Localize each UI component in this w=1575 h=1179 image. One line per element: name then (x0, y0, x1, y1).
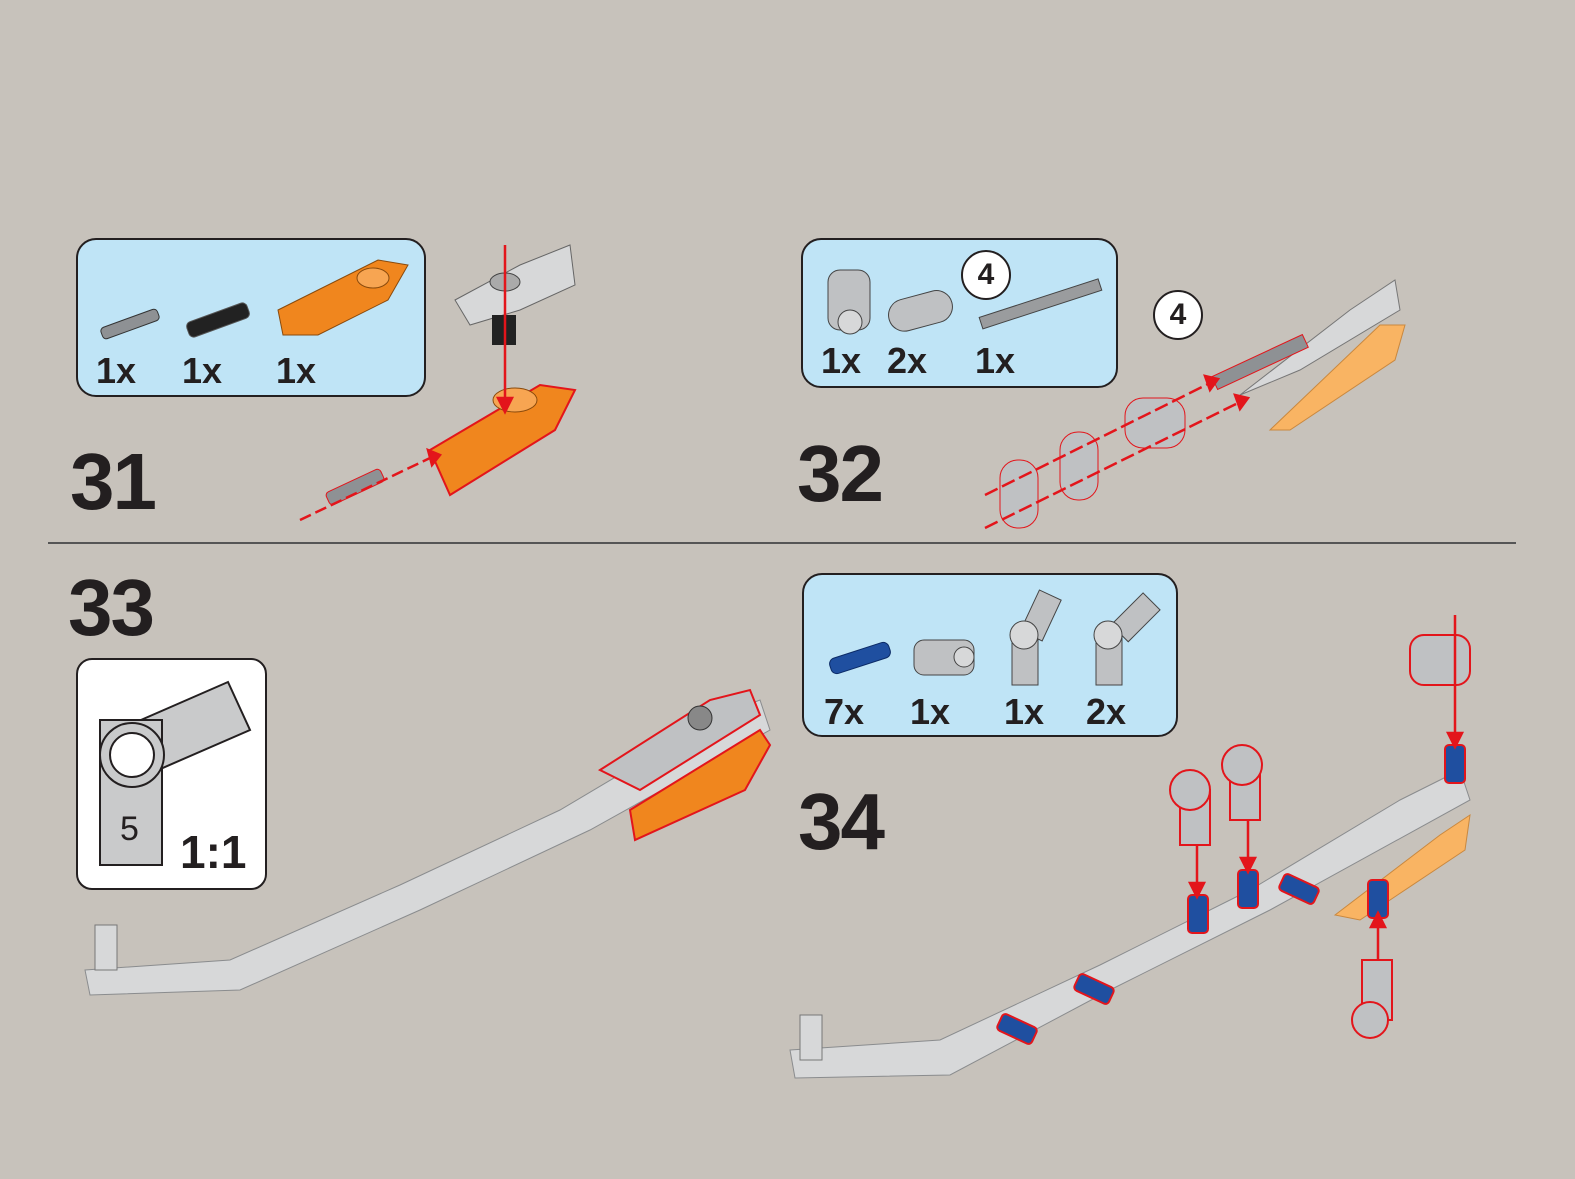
connector-pin-icon (325, 468, 385, 506)
axle-connector-icon (827, 269, 871, 335)
section-divider (48, 542, 1516, 544)
orange-panel-icon (628, 728, 772, 842)
blue-pin-icon (996, 744, 1466, 1045)
black-pin-icon (186, 302, 250, 338)
part-qty: 1x (1004, 691, 1045, 732)
grey-beam-icon (1239, 279, 1401, 396)
step-number: 34 (798, 777, 885, 866)
double-link-icon (888, 290, 953, 332)
axle-connector-icon (1124, 397, 1186, 449)
angle-connector-scale-illustration (99, 680, 252, 866)
axle-length-callout: 4 (961, 250, 1011, 300)
step-number: 33 (68, 563, 155, 652)
step-number: 31 (70, 437, 157, 526)
arrow-icon (299, 245, 515, 522)
arrow-icon (984, 374, 1251, 530)
double-link-icon (999, 459, 1039, 529)
orange-panel-icon (1268, 324, 1406, 431)
grey-beam-assembly-icon (789, 769, 1471, 1079)
axle-length-callout: 4 (1153, 290, 1203, 340)
part-qty: 1x (910, 691, 951, 732)
part-qty: 1x (821, 340, 862, 381)
blue-pin-icon (829, 641, 891, 675)
part-qty: 1x (182, 350, 223, 391)
part-qty: 2x (1086, 691, 1127, 732)
step-32-parts-box: 1x 2x 1x 4 (801, 238, 1118, 388)
scale-label: 1:1 (180, 826, 247, 878)
connector-pin-icon (100, 308, 160, 340)
step-31-parts-box: 1x 1x 1x (76, 238, 426, 397)
scale-reference-box: 5 1:1 (76, 658, 267, 890)
step-31-parts-illustrations (100, 259, 409, 340)
part-qty: 1x (975, 340, 1016, 381)
angle-connector-icon (1009, 589, 1062, 686)
axle-icon (978, 278, 1103, 330)
step-32-parts-illustrations (827, 269, 1103, 335)
part-qty: 2x (887, 340, 928, 381)
step-number: 32 (797, 429, 884, 518)
orange-panel-icon (277, 259, 409, 336)
angle-connector-b-icon (1093, 592, 1161, 686)
double-link-icon (1059, 431, 1099, 501)
part-qty: 7x (824, 691, 865, 732)
part-length-label: 5 (120, 810, 139, 848)
part-qty: 1x (96, 350, 137, 391)
arrow-icon (1187, 615, 1465, 960)
angle-connector-icon (1169, 634, 1471, 1039)
part-qty: 1x (276, 350, 317, 391)
step-34-parts-illustrations (829, 589, 1161, 686)
cross-block-icon (913, 639, 975, 676)
step-34-parts-box: 7x 1x 1x 2x (802, 573, 1178, 737)
